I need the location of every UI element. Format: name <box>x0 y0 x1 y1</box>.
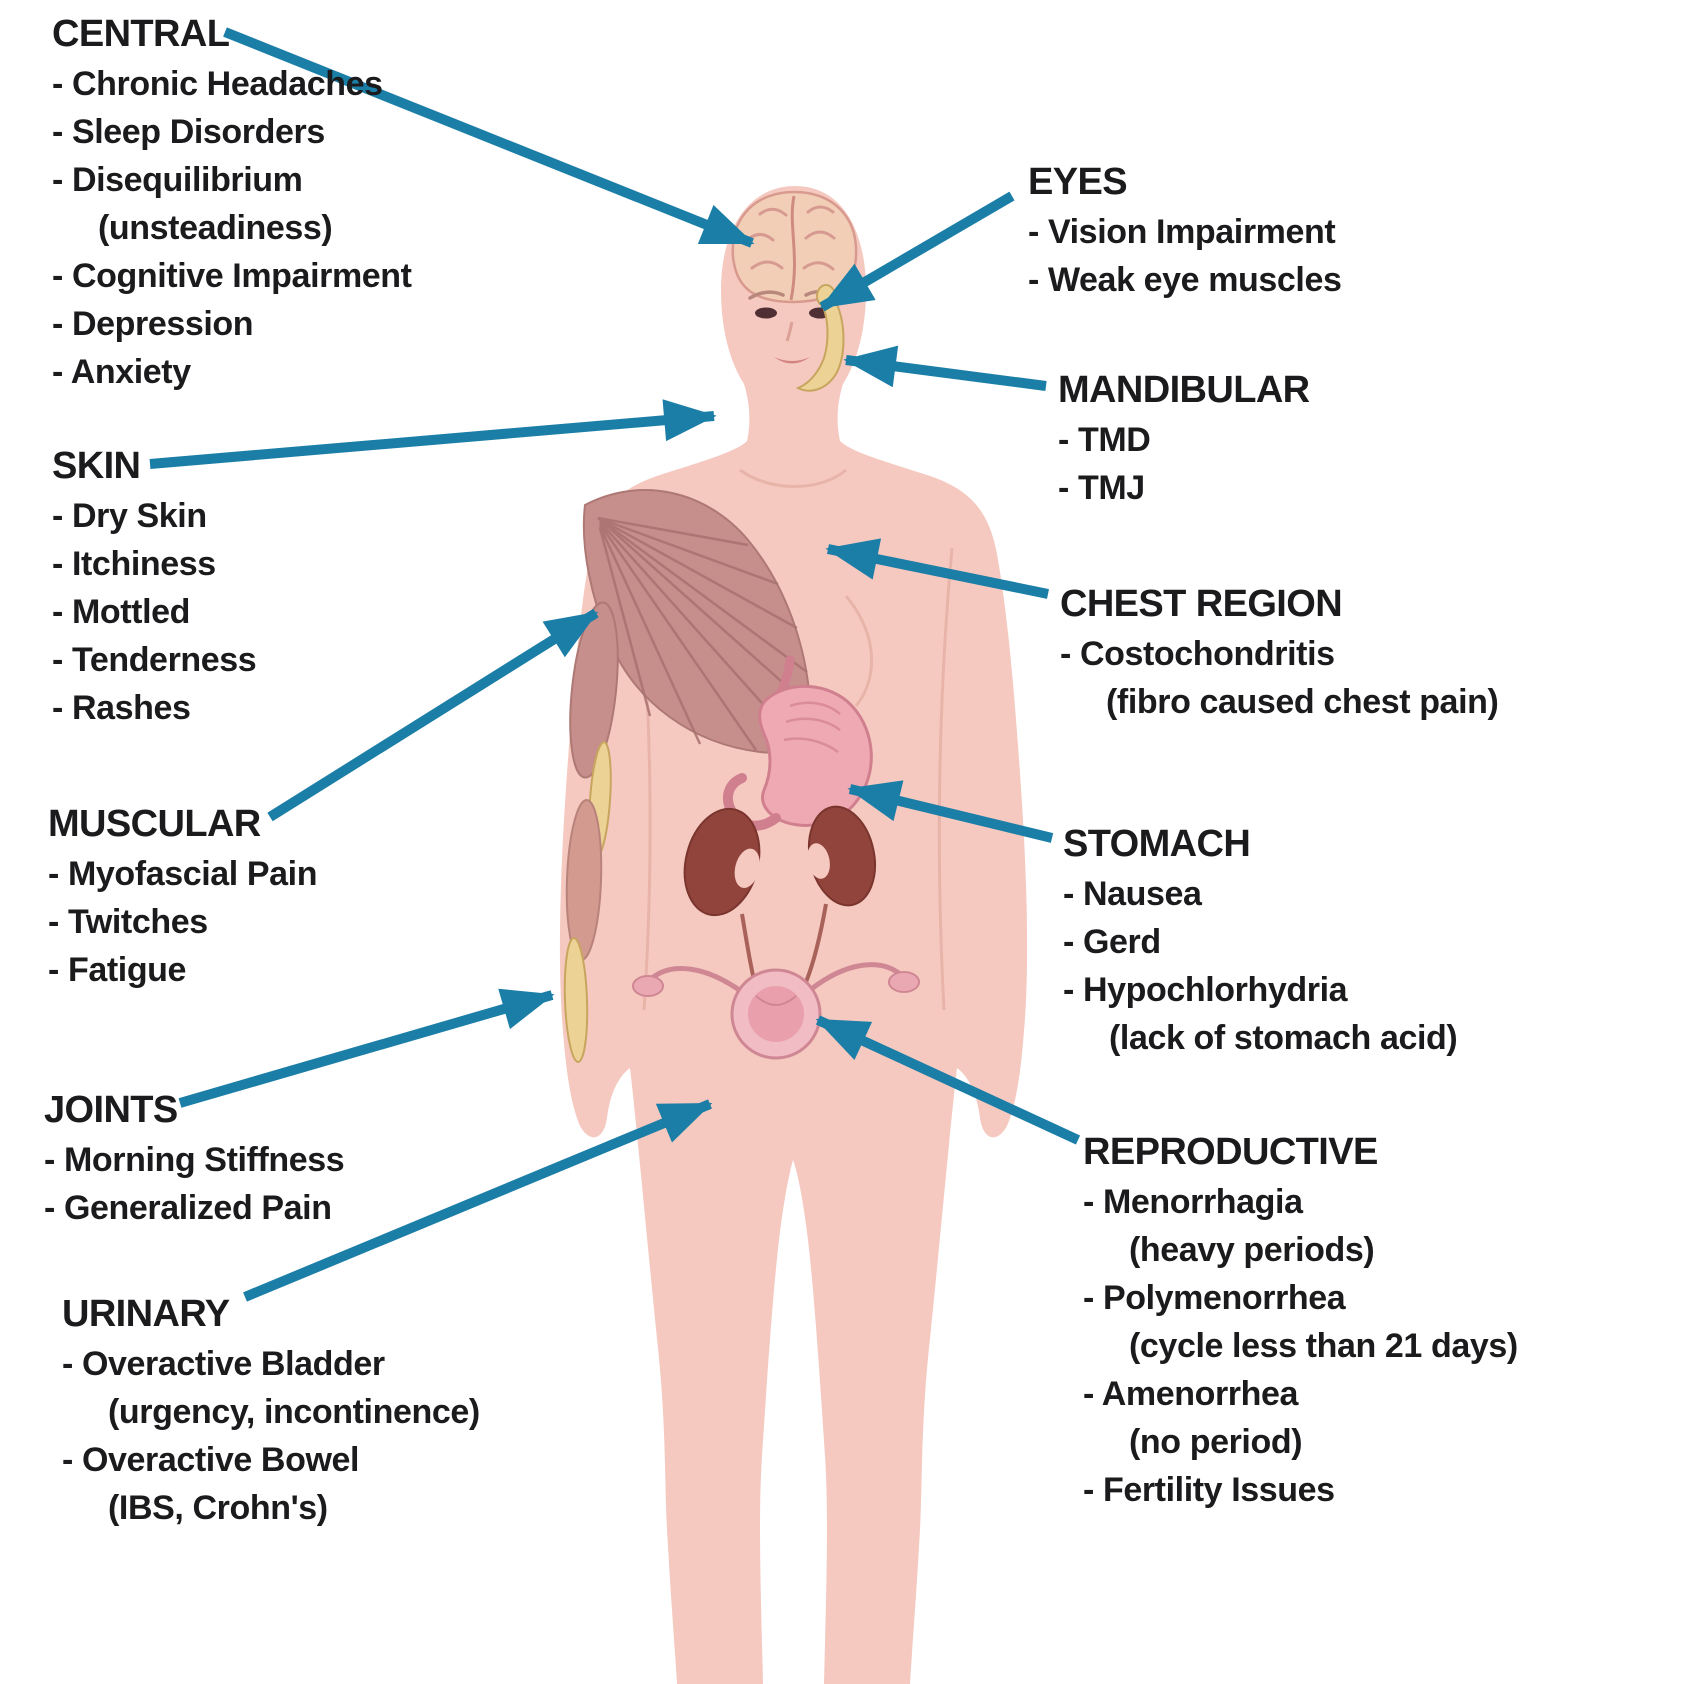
symptom-item: - Overactive Bowel <box>62 1441 360 1479</box>
symptom-item: - Fatigue <box>48 951 187 989</box>
symptom-item: - Mottled <box>52 593 191 631</box>
arrow-urinary-to-abdomen <box>243 1099 713 1302</box>
symptom-item: - Costochondritis <box>1060 635 1335 673</box>
symptom-item: - Tenderness <box>52 641 257 679</box>
symptom-item: - Depression <box>52 305 254 343</box>
left-eye-icon <box>755 307 777 319</box>
arrow-stomach-to-organ <box>847 780 1054 843</box>
kidneys-icon <box>683 805 876 996</box>
section-title: MANDIBULAR <box>1058 369 1310 411</box>
symptom-item: - Nausea <box>1063 875 1202 913</box>
section-title: JOINTS <box>44 1089 178 1131</box>
symptom-item: (no period) <box>1129 1423 1303 1461</box>
symptom-item: - Twitches <box>48 903 208 941</box>
symptom-item: - Generalized Pain <box>44 1189 332 1227</box>
section-central: CENTRAL - Chronic Headaches - Sleep Diso… <box>52 8 412 396</box>
section-muscular: MUSCULAR - Myofascial Pain - Twitches - … <box>48 798 317 994</box>
symptom-item: - Vision Impairment <box>1028 213 1336 251</box>
arrow-central-to-brain <box>223 27 755 248</box>
brain-icon <box>731 190 858 304</box>
symptom-item: - Disequilibrium <box>52 161 303 199</box>
section-skin: SKIN - Dry Skin - Itchiness - Mottled - … <box>52 440 257 732</box>
symptom-item: (unsteadiness) <box>98 209 333 247</box>
symptom-item: - Rashes <box>52 689 191 727</box>
arrow-skin-to-neck <box>149 399 717 469</box>
section-title: MUSCULAR <box>48 803 261 845</box>
section-urinary: URINARY - Overactive Bladder (urgency, i… <box>62 1288 480 1532</box>
symptom-item: - Morning Stiffness <box>44 1141 345 1179</box>
section-joints: JOINTS - Morning Stiffness - Generalized… <box>44 1084 345 1232</box>
section-title: CENTRAL <box>52 13 230 55</box>
section-title: SKIN <box>52 445 141 487</box>
symptom-item: - Dry Skin <box>52 497 207 535</box>
symptom-item: - Anxiety <box>52 353 191 391</box>
arrow-eyes-to-eye <box>819 191 1015 312</box>
symptom-item: - Weak eye muscles <box>1028 261 1342 299</box>
symptom-item: - Gerd <box>1063 923 1161 961</box>
symptom-item: - Amenorrhea <box>1083 1375 1298 1413</box>
symptom-item: - Overactive Bladder <box>62 1345 385 1383</box>
symptom-item: (IBS, Crohn's) <box>108 1489 328 1527</box>
symptom-item: - Chronic Headaches <box>52 65 383 103</box>
symptom-item: (lack of stomach acid) <box>1109 1019 1458 1057</box>
section-reproductive: REPRODUCTIVE - Menorrhagia (heavy period… <box>1083 1126 1518 1514</box>
section-chest-region: CHEST REGION - Costochondritis (fibro ca… <box>1060 578 1499 726</box>
section-title: URINARY <box>62 1293 230 1335</box>
symptom-item: (cycle less than 21 days) <box>1129 1327 1518 1365</box>
reproductive-organs-icon <box>632 962 920 1060</box>
symptom-item: - Sleep Disorders <box>52 113 325 151</box>
section-mandibular: MANDIBULAR - TMD - TMJ <box>1058 364 1310 512</box>
arrow-muscular-to-shoulder <box>267 608 599 822</box>
symptom-item: - Hypochlorhydria <box>1063 971 1348 1009</box>
symptom-item: - TMJ <box>1058 469 1145 507</box>
arrow-mandibular-to-jaw <box>843 345 1047 391</box>
symptom-item: - Polymenorrhea <box>1083 1279 1346 1317</box>
section-title: EYES <box>1028 161 1128 203</box>
arrow-chest-to-chest <box>825 538 1050 599</box>
arrow-reproductive-to-pelvis <box>815 1015 1081 1145</box>
symptom-item: - TMD <box>1058 421 1151 459</box>
section-stomach: STOMACH - Nausea - Gerd - Hypochlorhydri… <box>1063 818 1458 1062</box>
symptom-item: (heavy periods) <box>1129 1231 1375 1269</box>
symptom-item: - Itchiness <box>52 545 216 583</box>
section-title: CHEST REGION <box>1060 583 1343 625</box>
symptom-item: - Menorrhagia <box>1083 1183 1303 1221</box>
section-eyes: EYES - Vision Impairment - Weak eye musc… <box>1028 156 1342 304</box>
arrow-joints-to-wrist <box>178 988 555 1108</box>
symptom-item: (urgency, incontinence) <box>108 1393 480 1431</box>
section-title: REPRODUCTIVE <box>1083 1131 1378 1173</box>
section-title: STOMACH <box>1063 823 1251 865</box>
arm-muscles-illustration <box>563 601 619 1063</box>
stomach-organ-icon <box>722 655 873 831</box>
symptom-item: - Cognitive Impairment <box>52 257 412 295</box>
body-silhouette <box>559 186 1028 1684</box>
symptom-item: - Myofascial Pain <box>48 855 318 893</box>
symptom-item: (fibro caused chest pain) <box>1106 683 1499 721</box>
symptom-item: - Fertility Issues <box>1083 1471 1335 1509</box>
